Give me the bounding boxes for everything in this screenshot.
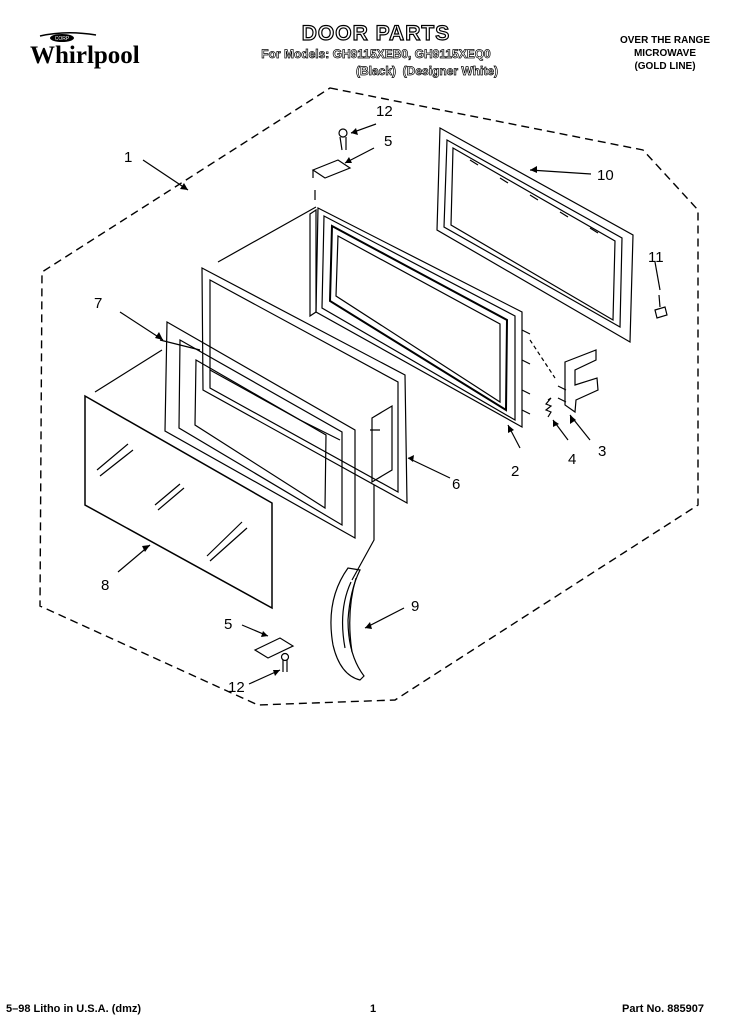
product-type: OVER THE RANGE MICROWAVE (GOLD LINE)	[600, 34, 730, 73]
litho-note: 5–98 Litho in U.S.A. (dmz)	[6, 1003, 142, 1015]
latch-plate-part	[557, 349, 599, 414]
inner-door-panel-part	[309, 207, 531, 429]
door-frame-part	[436, 126, 634, 344]
callout-8: 8	[101, 577, 109, 594]
callout-4: 4	[568, 451, 576, 468]
callout-10: 10	[597, 167, 614, 184]
door-handle-part	[330, 567, 365, 681]
spring-part	[544, 397, 553, 418]
whirlpool-logo: CORP Whirlpool	[30, 32, 140, 69]
callout-5-bottom: 5	[224, 616, 232, 633]
product-line-1: OVER THE RANGE	[619, 35, 710, 46]
door-trim-part	[164, 320, 356, 540]
choke-frame-part	[201, 267, 408, 505]
page-number: 1	[370, 1003, 377, 1015]
hinge-assembly-bottom	[253, 637, 295, 672]
page-title: DOOR PARTS	[301, 21, 451, 45]
assembly-boundary	[39, 87, 699, 706]
callout-5-top: 5	[384, 133, 392, 150]
callout-2: 2	[511, 463, 519, 480]
hinge-assembly-top	[311, 128, 352, 179]
logo-badge: CORP	[55, 36, 70, 42]
callout-1: 1	[124, 149, 132, 166]
callout-9: 9	[411, 598, 419, 615]
callout-6: 6	[452, 476, 460, 493]
models-line: For Models: GH9115XEB0, GH9115XEQ0	[261, 47, 491, 62]
outer-glass-part	[84, 394, 273, 610]
callout-12-top: 12	[376, 103, 393, 120]
callout-3: 3	[598, 443, 606, 460]
callout-11: 11	[648, 249, 664, 266]
callout-7: 7	[94, 295, 102, 312]
screw-part-11	[654, 294, 668, 319]
callout-12-bottom: 12	[228, 679, 245, 696]
logo-wordmark: Whirlpool	[30, 42, 140, 69]
product-line-2: MICROWAVE	[633, 48, 697, 59]
colors-line: (Black) (Designer White)	[356, 64, 499, 79]
part-number: Part No. 885907	[622, 1003, 704, 1015]
product-line-3: (GOLD LINE)	[634, 61, 696, 72]
